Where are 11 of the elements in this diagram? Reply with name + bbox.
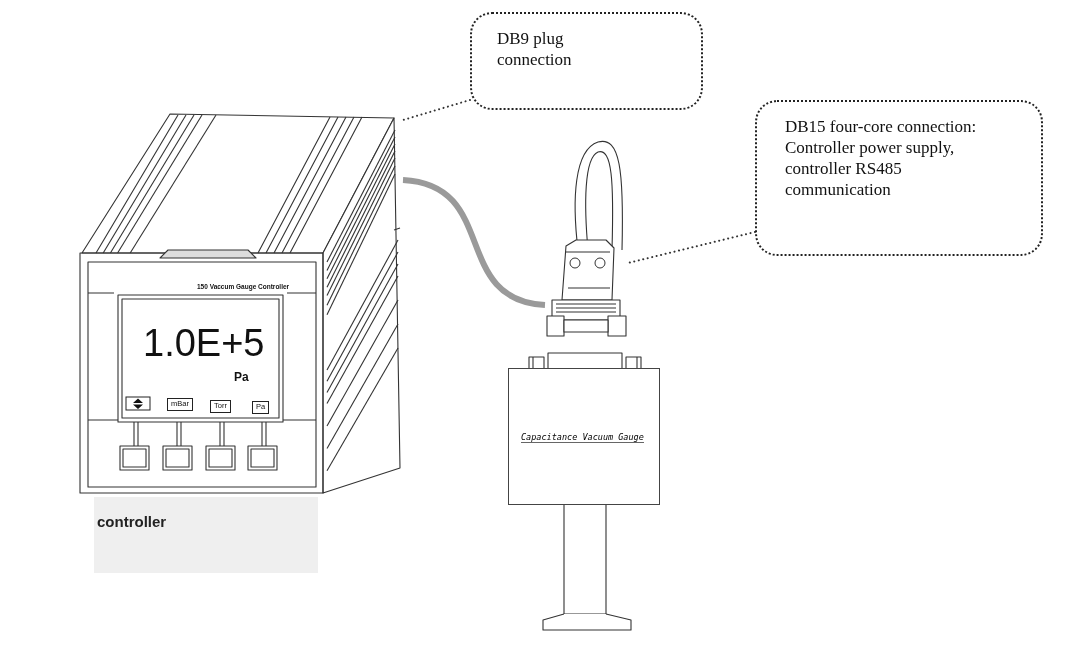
cable [402,177,546,308]
callout-text: DB15 four-core connection: Controller power supply, controller RS485 communication [785,116,978,200]
callout-text: DB9 plug connection [497,28,573,70]
callout-bubble [755,100,1043,256]
leader-line [627,231,756,264]
pressure-reading: 1.0E+5 [143,322,265,366]
leader-line [402,99,471,121]
callout-bubble [470,12,703,110]
device-label: controller [97,513,167,530]
unit-label: Pa [234,371,249,385]
gauge-label: Capacitance Vacuum Gauge [521,432,644,443]
